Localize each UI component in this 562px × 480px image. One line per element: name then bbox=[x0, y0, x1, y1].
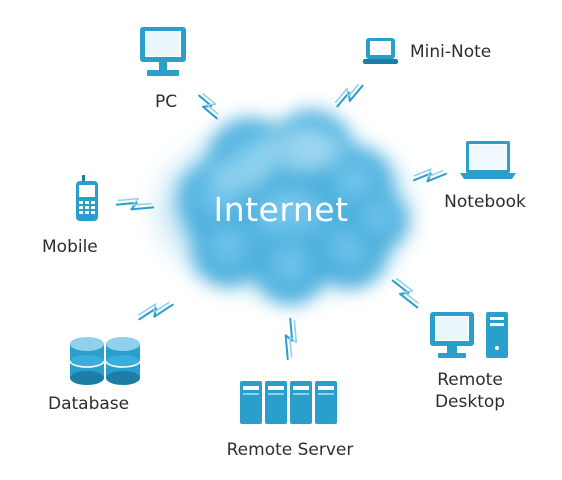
desktop-tower-icon bbox=[430, 312, 508, 358]
lightning-bolt-icon bbox=[284, 317, 298, 361]
label-notebook: Notebook bbox=[444, 192, 526, 212]
mobile-phone-icon bbox=[76, 175, 98, 221]
internet-label: Internet bbox=[213, 190, 349, 229]
label-mini-note: Mini-Note bbox=[410, 42, 492, 62]
label-pc: PC bbox=[154, 92, 178, 112]
label-database: Database bbox=[48, 394, 130, 414]
lightning-bolt-icon bbox=[334, 83, 364, 108]
monitor-icon bbox=[140, 27, 186, 76]
connection-bolts bbox=[115, 83, 447, 361]
lightning-bolt-icon bbox=[115, 197, 155, 211]
label-remote-desktop-line1: Remote bbox=[437, 370, 503, 390]
lightning-bolt-icon bbox=[413, 168, 447, 183]
internet-cloud bbox=[158, 110, 408, 304]
lightning-bolt-icon bbox=[138, 301, 174, 321]
lightning-bolt-icon bbox=[198, 93, 219, 120]
label-mobile: Mobile bbox=[42, 237, 98, 257]
label-remote-desktop-line2: Desktop bbox=[434, 392, 506, 412]
laptop-icon bbox=[460, 141, 516, 179]
database-icon bbox=[69, 337, 141, 385]
server-rack-icon bbox=[240, 381, 337, 424]
label-remote-server: Remote Server bbox=[226, 440, 354, 460]
lightning-bolt-icon bbox=[391, 277, 419, 309]
mini-note-icon bbox=[363, 38, 398, 64]
